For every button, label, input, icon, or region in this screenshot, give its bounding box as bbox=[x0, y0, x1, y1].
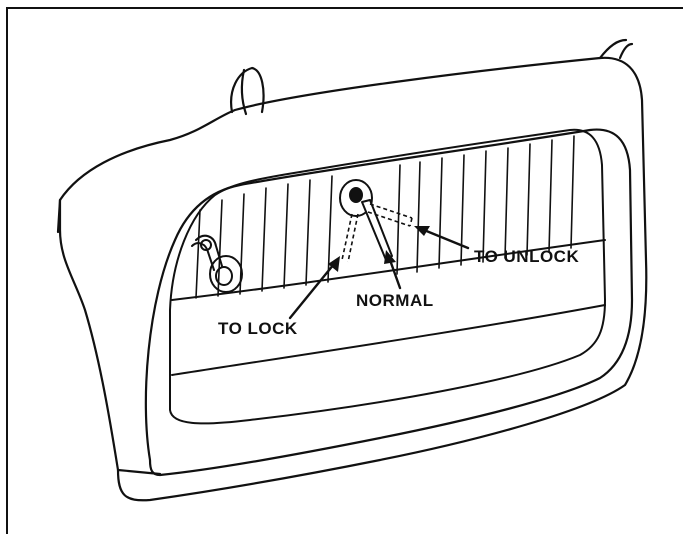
window-crank-handle bbox=[192, 236, 242, 292]
lever-normal-position bbox=[362, 200, 392, 260]
door-panel-outline bbox=[58, 40, 646, 500]
illustration-border bbox=[6, 8, 683, 534]
label-normal: NORMAL bbox=[356, 291, 434, 310]
label-to-lock: TO LOCK bbox=[218, 319, 298, 338]
trim-panel bbox=[170, 130, 605, 424]
lever-lock-position bbox=[342, 214, 358, 262]
label-to-unlock: TO UNLOCK bbox=[474, 247, 579, 266]
